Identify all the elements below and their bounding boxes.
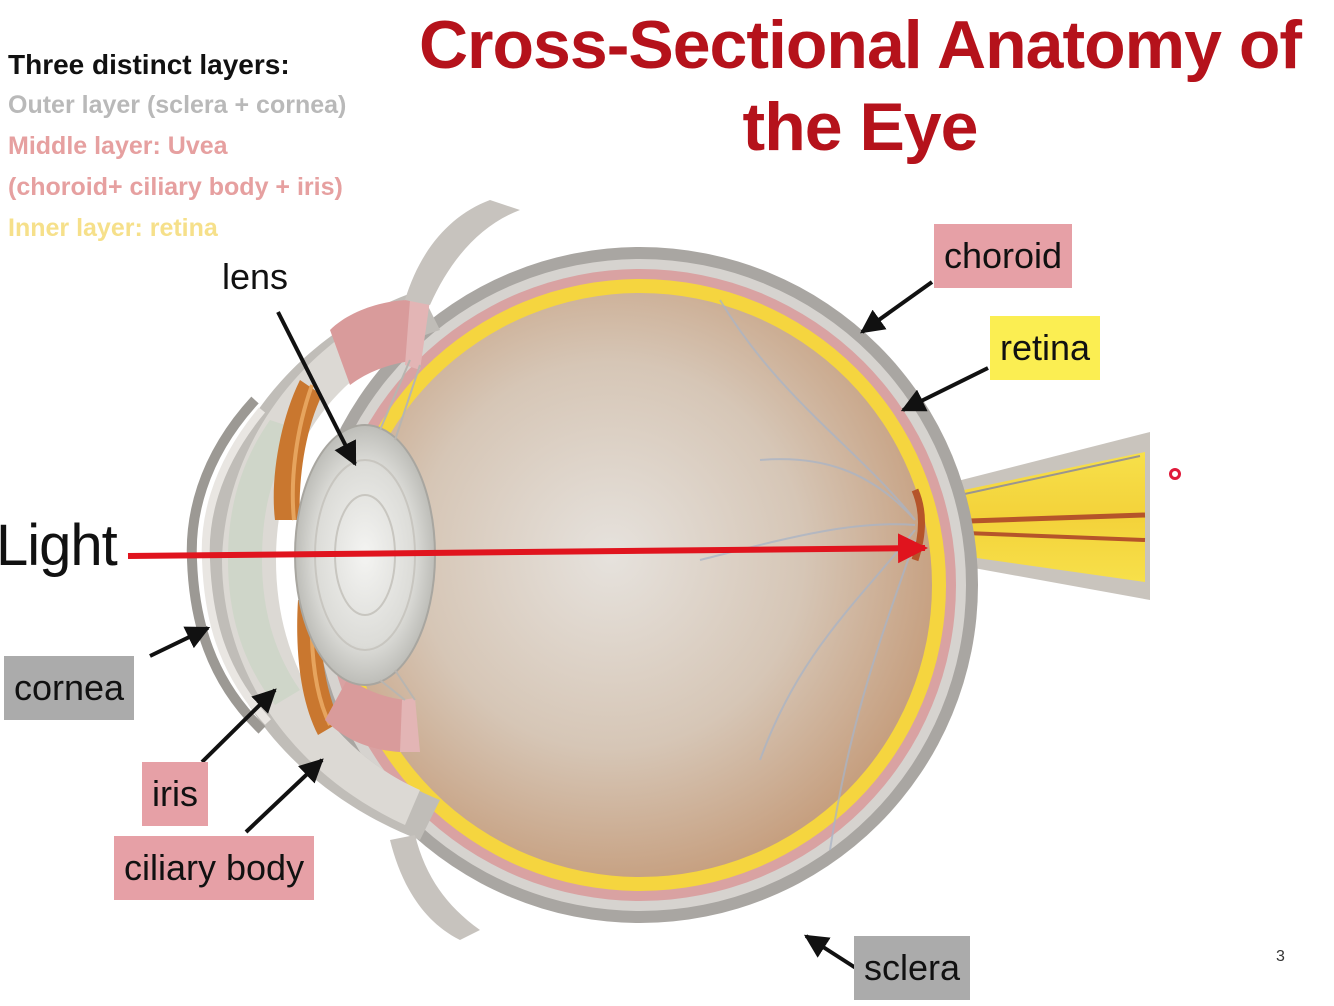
layers-legend: Three distinct layers: Outer layer (scle…: [8, 44, 346, 249]
light-label: Light: [0, 512, 117, 579]
legend-middle-layer: Middle layer: Uvea: [8, 126, 346, 167]
slide-title: Cross-Sectional Anatomy of the Eye: [380, 4, 1334, 168]
ciliary-body-label: ciliary body: [114, 836, 314, 900]
cornea-pointer: [150, 628, 208, 656]
title-line-1: Cross-Sectional Anatomy of: [380, 4, 1334, 86]
legend-heading: Three distinct layers:: [8, 44, 346, 85]
choroid-pointer: [862, 282, 932, 332]
pointer-marker-icon: [1169, 468, 1181, 480]
choroid-label: choroid: [934, 224, 1072, 288]
title-line-2: the Eye: [380, 86, 1334, 168]
page-number: 3: [1276, 948, 1285, 966]
legend-inner-layer: Inner layer: retina: [8, 208, 346, 249]
legend-middle-layer-detail: (choroid+ ciliary body + iris): [8, 167, 346, 208]
vitreous-body: [348, 293, 932, 877]
ciliary-body-pointer: [246, 760, 322, 832]
cornea-label: cornea: [4, 656, 134, 720]
retina-pointer: [903, 368, 988, 410]
legend-outer-layer: Outer layer (sclera + cornea): [8, 85, 346, 126]
iris-label: iris: [142, 762, 208, 826]
sclera-label: sclera: [854, 936, 970, 1000]
retina-label: retina: [990, 316, 1100, 380]
lens-label: lens: [222, 256, 288, 298]
